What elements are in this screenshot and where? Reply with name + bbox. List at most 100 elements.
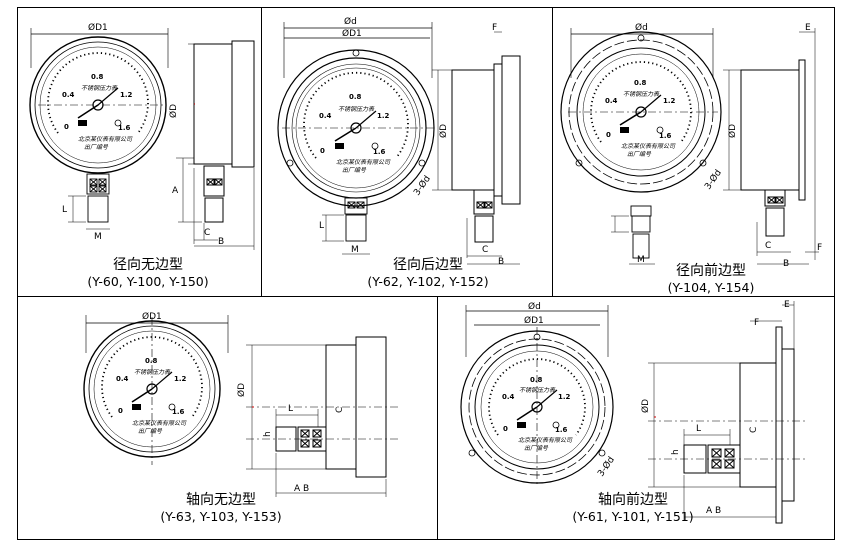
dial-small-text-2-3: 出厂编号: [627, 150, 652, 158]
dim-b-label-1: B: [218, 237, 224, 247]
dial-small-text-2-5: 出厂编号: [524, 444, 549, 452]
dial-scale-08: 0.8: [91, 73, 104, 81]
dim-m-label-3: M: [637, 255, 645, 265]
dim-m-label-2: M: [351, 245, 359, 255]
caption-title-2: 径向后边型: [393, 257, 463, 273]
dial-scale-12-2: 1.2: [377, 112, 390, 120]
gauge-side-2: [432, 31, 521, 265]
gauge-front-4: 0.8 0.4 1.2 0 1.6 不锈钢压力表 北京某仪表有限公司 出厂编号: [83, 317, 221, 465]
caption-models-3: (Y-104, Y-154): [667, 280, 755, 295]
gauge-side-5: [648, 301, 808, 524]
dim-d-label-4: ØD: [236, 383, 247, 397]
dim-a-label-1: A: [172, 186, 179, 196]
stem-front-2: [322, 197, 370, 255]
dim-hole-label-2: 3-Ød: [411, 174, 433, 198]
dim-d1-label-4: ØD1: [142, 311, 162, 322]
dial-scale-08-5: 0.8: [530, 376, 543, 384]
caption-title-5: 轴向前边型: [598, 492, 668, 508]
dim-f-label-5: F: [754, 318, 759, 328]
dim-ab-label-4: A B: [294, 484, 309, 494]
dim-c-label-5: C: [749, 427, 759, 433]
dim-m-label-1: M: [94, 232, 102, 242]
dim-hole-label-5: 3-Ød: [595, 455, 617, 479]
dial-brand-3: 不锈钢压力表: [623, 90, 660, 98]
caption-title-4: 轴向无边型: [186, 492, 256, 508]
dim-d1-label-2: ØD1: [342, 28, 362, 39]
dim-l-label-2: L: [319, 221, 324, 231]
dim-d-top-label-2: Ød: [344, 16, 357, 27]
dim-d-label-5: ØD: [640, 399, 651, 413]
caption-radial-no-flange: 径向无边型 (Y-60, Y-100, Y-150): [78, 256, 218, 290]
drawing-radial-rear-flange: Ød ØD1 0.8 0.4 1.2 0 1.6 不锈钢压力表 北京某仪表有限公…: [277, 16, 521, 267]
dim-h-label-4: h: [263, 431, 273, 437]
dial-scale-16: 1.6: [118, 124, 131, 132]
dim-c-label-1: C: [204, 228, 210, 238]
panel-axial-no-flange: ØD1 0.8 0.4 1.2 0 1.6 不锈钢压力表 北京某仪表有限公司 出…: [17, 296, 438, 540]
dim-l-label-4: L: [288, 404, 293, 414]
dial-scale-08-4: 0.8: [145, 357, 158, 365]
caption-title-3: 径向前边型: [676, 263, 746, 279]
dim-d1-label: ØD1: [88, 22, 108, 33]
dial-scale-04-5: 0.4: [502, 393, 515, 401]
caption-radial-rear-flange: 径向后边型 (Y-62, Y-102, Y-152): [358, 256, 498, 290]
drawing-radial-front-flange: Ød 0.8 0.4 1.2 0 1.6 不锈钢压力表 北京某仪表有限公司 出厂…: [560, 22, 822, 269]
gauge-side: [176, 40, 255, 250]
panel-axial-front-flange: Ød ØD1 0.8 0.4 1.2 0 1.6 不锈钢压力表 北京某仪表有限公…: [437, 296, 835, 540]
dial-scale-16-5: 1.6: [555, 426, 568, 434]
dial-brand-4: 不锈钢压力表: [134, 368, 171, 376]
dial-scale-04-2: 0.4: [319, 112, 332, 120]
dial-scale-0-2: 0: [320, 147, 325, 155]
dial-scale-12-4: 1.2: [174, 375, 187, 383]
dim-b-label-2: B: [498, 257, 504, 267]
gauge-front-3: 0.8 0.4 1.2 0 1.6 不锈钢压力表 北京某仪表有限公司 出厂编号: [560, 31, 722, 193]
dial-scale-16-2: 1.6: [373, 148, 386, 156]
dial-scale-0-4: 0: [118, 407, 123, 415]
dim-hole-label-3: 3-Ød: [702, 168, 724, 192]
dim-l-label-5: L: [696, 424, 701, 434]
dial-small-text-1: 北京某仪表有限公司: [78, 135, 133, 143]
dial-scale-0: 0: [64, 123, 69, 131]
dial-scale-12-3: 1.2: [663, 97, 676, 105]
dial-scale-08-2: 0.8: [349, 93, 362, 101]
dial-small-text-2-4: 出厂编号: [138, 427, 163, 435]
dial-scale-04: 0.4: [62, 91, 75, 99]
dial-scale-16-3: 1.6: [659, 132, 672, 140]
drawing-axial-front-flange: Ød ØD1 0.8 0.4 1.2 0 1.6 不锈钢压力表 北京某仪表有限公…: [460, 300, 808, 524]
dial-small-text-1-3: 北京某仪表有限公司: [621, 142, 676, 150]
dim-d-top-label-5: Ød: [528, 301, 541, 312]
dial-scale-04-4: 0.4: [116, 375, 129, 383]
caption-axial-front-flange: 轴向前边型 (Y-61, Y-101, Y-151): [548, 491, 718, 525]
caption-models-2: (Y-62, Y-102, Y-152): [367, 274, 489, 289]
gauge-side-4: [246, 336, 398, 497]
dial-scale-04-3: 0.4: [605, 97, 618, 105]
caption-models-5: (Y-61, Y-101, Y-151): [572, 509, 694, 524]
dial-brand: 不锈钢压力表: [81, 84, 118, 92]
dial-scale-0-3: 0: [606, 131, 611, 139]
dial-scale-08-3: 0.8: [634, 79, 647, 87]
dial-small-text-1-4: 北京某仪表有限公司: [132, 419, 187, 427]
gauge-front-2: 0.8 0.4 1.2 0 1.6 不锈钢压力表 北京某仪表有限公司 出厂编号: [277, 49, 437, 207]
dial-scale-16-4: 1.6: [172, 408, 185, 416]
dim-l-label-1: L: [62, 205, 67, 215]
dial-brand-5: 不锈钢压力表: [519, 386, 556, 394]
gauge-front: 0.8 0.4 1.2 0 1.6 不锈钢压力表 北京某仪表有限公司 出厂编号: [29, 36, 167, 174]
panel-radial-no-flange: ØD1 0.8 0.4 1.2 0 1.6 不锈钢压力表 北京某仪表有限公司 出…: [17, 7, 262, 297]
dim-e-label-3: E: [805, 23, 811, 33]
caption-title: 径向无边型: [113, 257, 183, 273]
dial-small-text-1-5: 北京某仪表有限公司: [518, 436, 573, 444]
stem-front: [68, 173, 110, 230]
dim-d-top-label-3: Ød: [635, 22, 648, 33]
stem-front-3: [611, 205, 655, 265]
dial-small-text-2-2: 出厂编号: [342, 166, 367, 174]
caption-models: (Y-60, Y-100, Y-150): [87, 274, 209, 289]
caption-models-4: (Y-63, Y-103, Y-153): [160, 509, 282, 524]
dim-e-label-5: E: [784, 300, 790, 310]
dim-c-label-3: C: [765, 241, 771, 251]
dim-c-label-4: C: [335, 407, 345, 413]
dial-scale-12-5: 1.2: [558, 393, 571, 401]
dim-d1-label-5: ØD1: [524, 315, 544, 326]
dim-d-label-3: ØD: [727, 124, 738, 138]
dim-d-label-1: ØD: [168, 104, 179, 118]
dial-brand-2: 不锈钢压力表: [338, 105, 375, 113]
dim-f-label-2: F: [492, 23, 497, 33]
